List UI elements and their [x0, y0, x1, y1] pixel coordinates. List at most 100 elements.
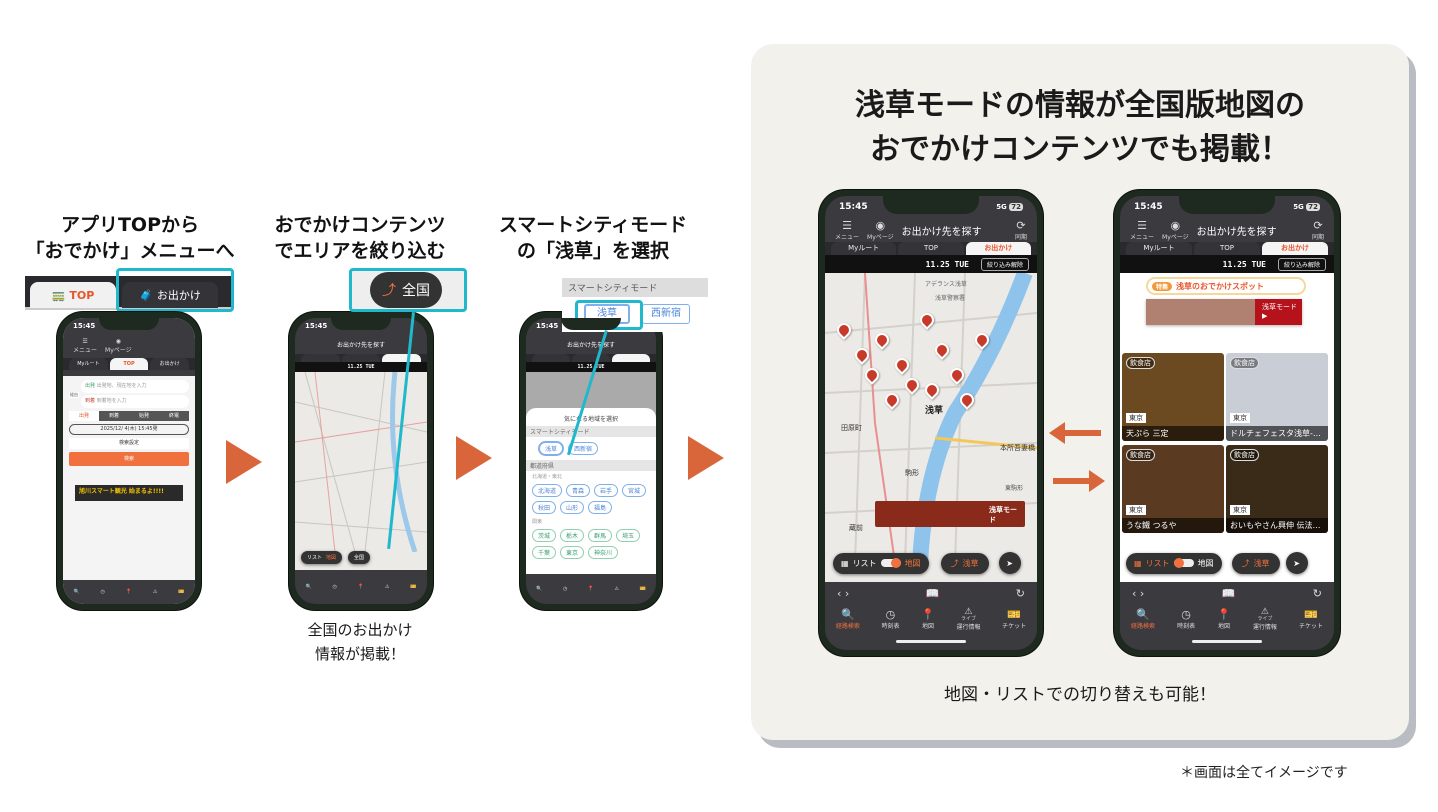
place-honjo-azumabashi: 本所吾妻橋	[1000, 444, 1035, 452]
tab-myroute[interactable]: Myルート	[69, 358, 108, 370]
nav-route-search[interactable]: 🔍経路検索	[1131, 608, 1156, 630]
nav-route-search[interactable]: 🔍経路検索	[835, 608, 860, 630]
list-map-toggle[interactable]: リスト地図	[301, 551, 343, 564]
menu-icon[interactable]: ☰メニュー	[1130, 219, 1155, 241]
location-icon[interactable]: ➤	[1285, 552, 1308, 574]
mypage-icon[interactable]: ◉Myページ	[867, 219, 894, 241]
search-button[interactable]: 検索	[69, 452, 189, 466]
area-button[interactable]: ⤴ 浅草	[940, 552, 989, 574]
option-asakusa[interactable]: 浅草	[538, 441, 565, 456]
nav-timetable[interactable]: ◷	[100, 589, 105, 595]
list-map-toggle[interactable]: ▦リスト地図	[1126, 552, 1222, 574]
panel-title: 浅草モードの情報が全国版地図の おでかけコンテンツでも掲載！	[751, 84, 1409, 172]
tab-odekake[interactable]: お出かけ	[150, 358, 190, 370]
search-settings-button[interactable]: 検索設定	[69, 438, 189, 449]
map-label: 地図	[326, 555, 337, 561]
to-placeholder: 到着地を入力	[96, 398, 127, 404]
prefecture-chip[interactable]: 栃木	[560, 529, 585, 542]
via-button[interactable]: 経由	[69, 392, 79, 398]
area-zenkoku-button[interactable]: ⤴全国	[370, 272, 442, 308]
prefecture-chip[interactable]: 群馬	[588, 529, 613, 542]
nav-map[interactable]: 📍地図	[921, 608, 935, 630]
mode-last[interactable]: 終電	[159, 411, 189, 421]
menu-label: メニュー	[835, 234, 860, 241]
location-icon[interactable]: ➤	[998, 552, 1021, 574]
spot-card[interactable]: 飲食店東京天ぷら 三定	[1122, 353, 1224, 441]
back-icon[interactable]: ‹ ›	[837, 586, 850, 600]
status-time: 15:45	[73, 322, 96, 330]
nav-timetable[interactable]: ◷時刻表	[881, 608, 900, 630]
back-icon[interactable]: ‹ ›	[1132, 586, 1145, 600]
tab-top[interactable]: TOP	[1194, 242, 1260, 255]
list-map-toggle[interactable]: ▦リスト地図	[833, 552, 929, 574]
nav-status[interactable]: ⚠	[152, 589, 158, 595]
tab-odekake[interactable]: お出かけ	[1262, 242, 1328, 255]
step1-header: 15:45 ☰メニュー ◉Myページ Myルート TOP お出かけ	[63, 318, 195, 376]
prefecture-chip[interactable]: 福島	[588, 501, 613, 514]
menu-icon[interactable]: ☰メニュー	[835, 219, 860, 241]
tab-myroute[interactable]: Myルート	[1126, 242, 1192, 255]
area-button[interactable]: ⤴ 浅草	[1231, 552, 1280, 574]
prefecture-chip[interactable]: 千葉	[532, 546, 557, 559]
prefecture-chip[interactable]: 北海道	[532, 484, 563, 497]
nav-service-info[interactable]: ⚠ライブ運行情報	[956, 607, 981, 632]
sync-icon[interactable]: ⟳同期	[1014, 219, 1027, 241]
datetime-select[interactable]: 2025/12/ 4(木) 15:45発	[69, 424, 189, 435]
tab-top[interactable]: 🚃TOP	[30, 282, 116, 308]
nav-timetable[interactable]: ◷時刻表	[1177, 608, 1196, 630]
tab-top[interactable]: TOP	[898, 242, 964, 255]
mypage-icon[interactable]: ◉Myページ	[1162, 219, 1189, 241]
spot-card[interactable]: 飲食店東京うな鐵 つるや	[1122, 445, 1224, 533]
tab-odekake[interactable]: 🧳お出かけ	[122, 282, 218, 308]
spot-name: ドルチェフェスタ浅草-DOLC…	[1226, 426, 1328, 441]
nishishinjuku-option[interactable]: 西新宿	[642, 304, 690, 324]
nav-route[interactable]: 🔍	[73, 589, 80, 595]
pref-tag: 東京	[1126, 505, 1146, 515]
spot-card[interactable]: 飲食店東京ドルチェフェスタ浅草-DOLC…	[1226, 353, 1328, 441]
menu-icon[interactable]: ☰メニュー	[73, 338, 98, 354]
asakusa-mode-banner[interactable]: 浅草モード▶	[1146, 299, 1302, 325]
nav-ticket[interactable]: 🎫	[178, 589, 185, 595]
prefecture-chip[interactable]: 埼玉	[616, 529, 641, 542]
prefecture-chip[interactable]: 青森	[566, 484, 591, 497]
prefecture-chip[interactable]: 山形	[560, 501, 585, 514]
reload-icon[interactable]: ↻	[1312, 586, 1322, 600]
prefecture-chip[interactable]: 茨城	[532, 529, 557, 542]
nav-service-info[interactable]: ⚠ライブ運行情報	[1252, 607, 1277, 632]
area-button[interactable]: 全国	[348, 551, 371, 564]
clear-filter-button[interactable]: 絞り込み解除	[980, 257, 1029, 271]
asakusa-mode-banner[interactable]: 浅草モード	[875, 501, 1025, 527]
spot-list[interactable]: 特集浅草のおでかけスポット 浅草モード▶ 飲食店東京天ぷら 三定飲食店東京ドルチ…	[1120, 273, 1334, 582]
sync-icon[interactable]: ⟳同期	[1311, 219, 1324, 241]
mypage-icon[interactable]: ◉Myページ	[105, 338, 132, 354]
tab-myroute[interactable]: Myルート	[831, 242, 897, 255]
nav-ticket[interactable]: 🎫チケット	[1298, 608, 1323, 630]
prefecture-chip[interactable]: 東京	[560, 546, 585, 559]
japan-map[interactable]: リスト地図 全国	[295, 372, 427, 570]
reload-icon[interactable]: ↻	[1015, 586, 1025, 600]
clear-filter-button[interactable]: 絞り込み解除	[1277, 257, 1326, 271]
from-badge: 出発	[85, 383, 96, 389]
prefecture-chip[interactable]: 岩手	[594, 484, 619, 497]
bookmark-icon[interactable]: 📖	[925, 586, 940, 600]
prefecture-chip[interactable]: 秋田	[532, 501, 557, 514]
bookmark-icon[interactable]: 📖	[1221, 586, 1236, 600]
mode-departure[interactable]: 出発	[69, 411, 99, 421]
nav-map[interactable]: 📍	[125, 589, 133, 595]
tab-top[interactable]: TOP	[109, 358, 149, 370]
to-input[interactable]: 到着 到着地を入力	[81, 395, 189, 408]
prefecture-chip[interactable]: 神奈川	[588, 546, 619, 559]
nav-ticket[interactable]: 🎫チケット	[1002, 608, 1027, 630]
prefecture-chip[interactable]: 宮城	[622, 484, 647, 497]
mode-first[interactable]: 始発	[129, 411, 159, 421]
mode-arrival[interactable]: 到着	[99, 411, 129, 421]
from-input[interactable]: 出発 出発地、現在地を入力	[81, 380, 189, 393]
promo-banner[interactable]: 旭川スマート観光 始まるよ!!!!	[75, 485, 183, 501]
header-title: お出かけ先を探す	[336, 341, 385, 349]
nav-map[interactable]: 📍地図	[1217, 608, 1231, 630]
signal-5g: 5G	[1293, 203, 1304, 211]
tab-odekake[interactable]: お出かけ	[965, 242, 1031, 255]
asakusa-map[interactable]: 浅草 田原町 本所吾妻橋 駒形 蔵前 東駒形 浅草警察署 アデランス浅草 浅草モ…	[825, 273, 1037, 582]
